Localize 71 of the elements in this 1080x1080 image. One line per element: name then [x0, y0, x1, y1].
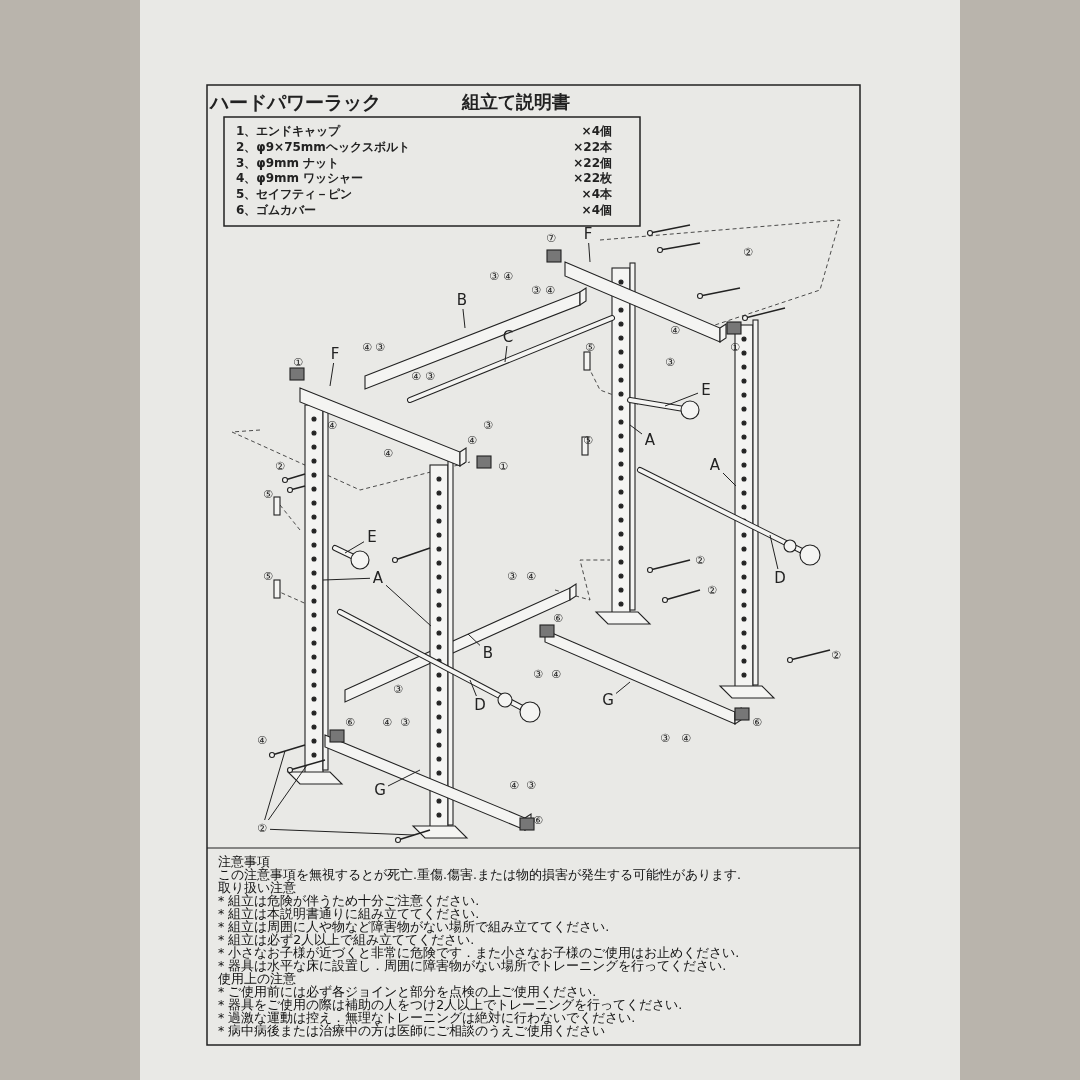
callout-number: ①	[730, 341, 740, 353]
callout-number: ③	[533, 668, 543, 680]
note-text: * 組立は必ず2人以上で組み立ててください.	[218, 934, 475, 947]
callout-number: ③	[526, 779, 536, 791]
note-text: * 組立は危険が伴うため十分ご注意ください.	[218, 895, 480, 908]
part-name: 2、φ9×75mmヘックスボルト	[236, 140, 410, 153]
callout-number: ④	[509, 779, 519, 791]
callout-number: ③	[531, 284, 541, 296]
callout-number: ⑦	[546, 232, 556, 244]
note-text: * 小さなお子様が近づくと非常に危険です．また小さなお子様のご使用はお止めください.	[218, 947, 740, 960]
callout-number: ③	[665, 356, 675, 368]
part-name: 4、φ9mm ワッシャー	[236, 172, 364, 185]
note-heading: 使用上の注意	[218, 973, 296, 986]
callout-number: ③	[375, 341, 385, 353]
note-text: * 組立は周囲に人や物など障害物がない場所で組み立ててください.	[218, 921, 610, 934]
callout-number: ③	[483, 419, 493, 431]
callout-number: ⑤	[585, 341, 595, 353]
callout-number: ⑥	[533, 814, 543, 826]
part-quantity: ×4個	[581, 125, 612, 137]
part-quantity: ×4個	[581, 204, 612, 216]
callout-number: ④	[526, 570, 536, 582]
callout-number: ④	[362, 341, 372, 353]
callout-number: ④	[681, 732, 691, 744]
callout-number: ③	[425, 370, 435, 382]
callout-number: ②	[695, 554, 705, 566]
note-text: * ご使用前には必ず各ジョインと部分を点検の上ご使用ください.	[218, 986, 597, 999]
callout-number: ④	[411, 370, 421, 382]
callout-number: ④	[503, 270, 513, 282]
part-name: 6、ゴムカバー	[236, 204, 317, 216]
note-text: * 器具は水平な床に設置し．周囲に障害物がない場所でトレーニングを行ってください.	[218, 960, 727, 973]
callout-number: ⑥	[752, 716, 762, 728]
callout-number: ①	[293, 356, 303, 368]
part-quantity: ×22個	[573, 156, 612, 169]
note-text: * 病中病後または治療中の方は医師にご相談のうえご使用ください	[218, 1025, 606, 1038]
callout-number: ③	[489, 270, 499, 282]
callout-number: ⑤	[583, 434, 593, 446]
callout-number: ②	[743, 246, 753, 258]
callout-number: ⑤	[263, 570, 273, 582]
part-quantity: ×4本	[581, 188, 612, 201]
part-name: 1、エンドキャップ	[236, 125, 341, 137]
callout-number: ③	[393, 683, 403, 695]
callout-number: ④	[551, 668, 561, 680]
callout-number: ③	[660, 732, 670, 744]
note-text: * 過激な運動は控え．無理なトレーニングは絶対に行わないでください.	[218, 1012, 636, 1025]
callout-number: ②	[707, 584, 717, 596]
part-quantity: ×22本	[573, 140, 612, 153]
note-text: この注意事項を無視するとが死亡.重傷.傷害.または物的損害が発生する可能性があります.	[218, 869, 741, 882]
callout-number: ④	[382, 716, 392, 728]
callout-number: ④	[545, 284, 555, 296]
callout-number: ③	[400, 716, 410, 728]
callout-number: ②	[831, 649, 841, 661]
heading: 組立て説明書	[462, 93, 570, 111]
callout-number: ⑥	[553, 612, 563, 624]
note-heading: 取り扱い注意	[218, 882, 296, 895]
note-text: * 器具をご使用の際は補助の人をつけ2人以上でトレーニングを行ってください.	[218, 999, 683, 1012]
callout-number: ⑤	[263, 488, 273, 500]
callout-number: ⑥	[345, 716, 355, 728]
part-name: 5、セイフティ－ピン	[236, 188, 353, 201]
note-heading: 注意事項	[218, 856, 270, 869]
callout-number: ④	[327, 419, 337, 431]
callout-number: ①	[498, 460, 508, 472]
callout-number: ④	[257, 734, 267, 746]
part-quantity: ×22枚	[573, 172, 612, 185]
callout-number: ④	[467, 434, 477, 446]
part-name: 3、φ9mm ナット	[236, 156, 340, 169]
callout-number: ②	[275, 460, 285, 472]
title: ハードパワーラック	[210, 93, 381, 112]
callout-number: ③	[507, 570, 517, 582]
callout-number: ④	[670, 324, 680, 336]
callout-number: ④	[383, 447, 393, 459]
note-text: * 組立は本説明書通りに組み立ててください.	[218, 908, 480, 921]
